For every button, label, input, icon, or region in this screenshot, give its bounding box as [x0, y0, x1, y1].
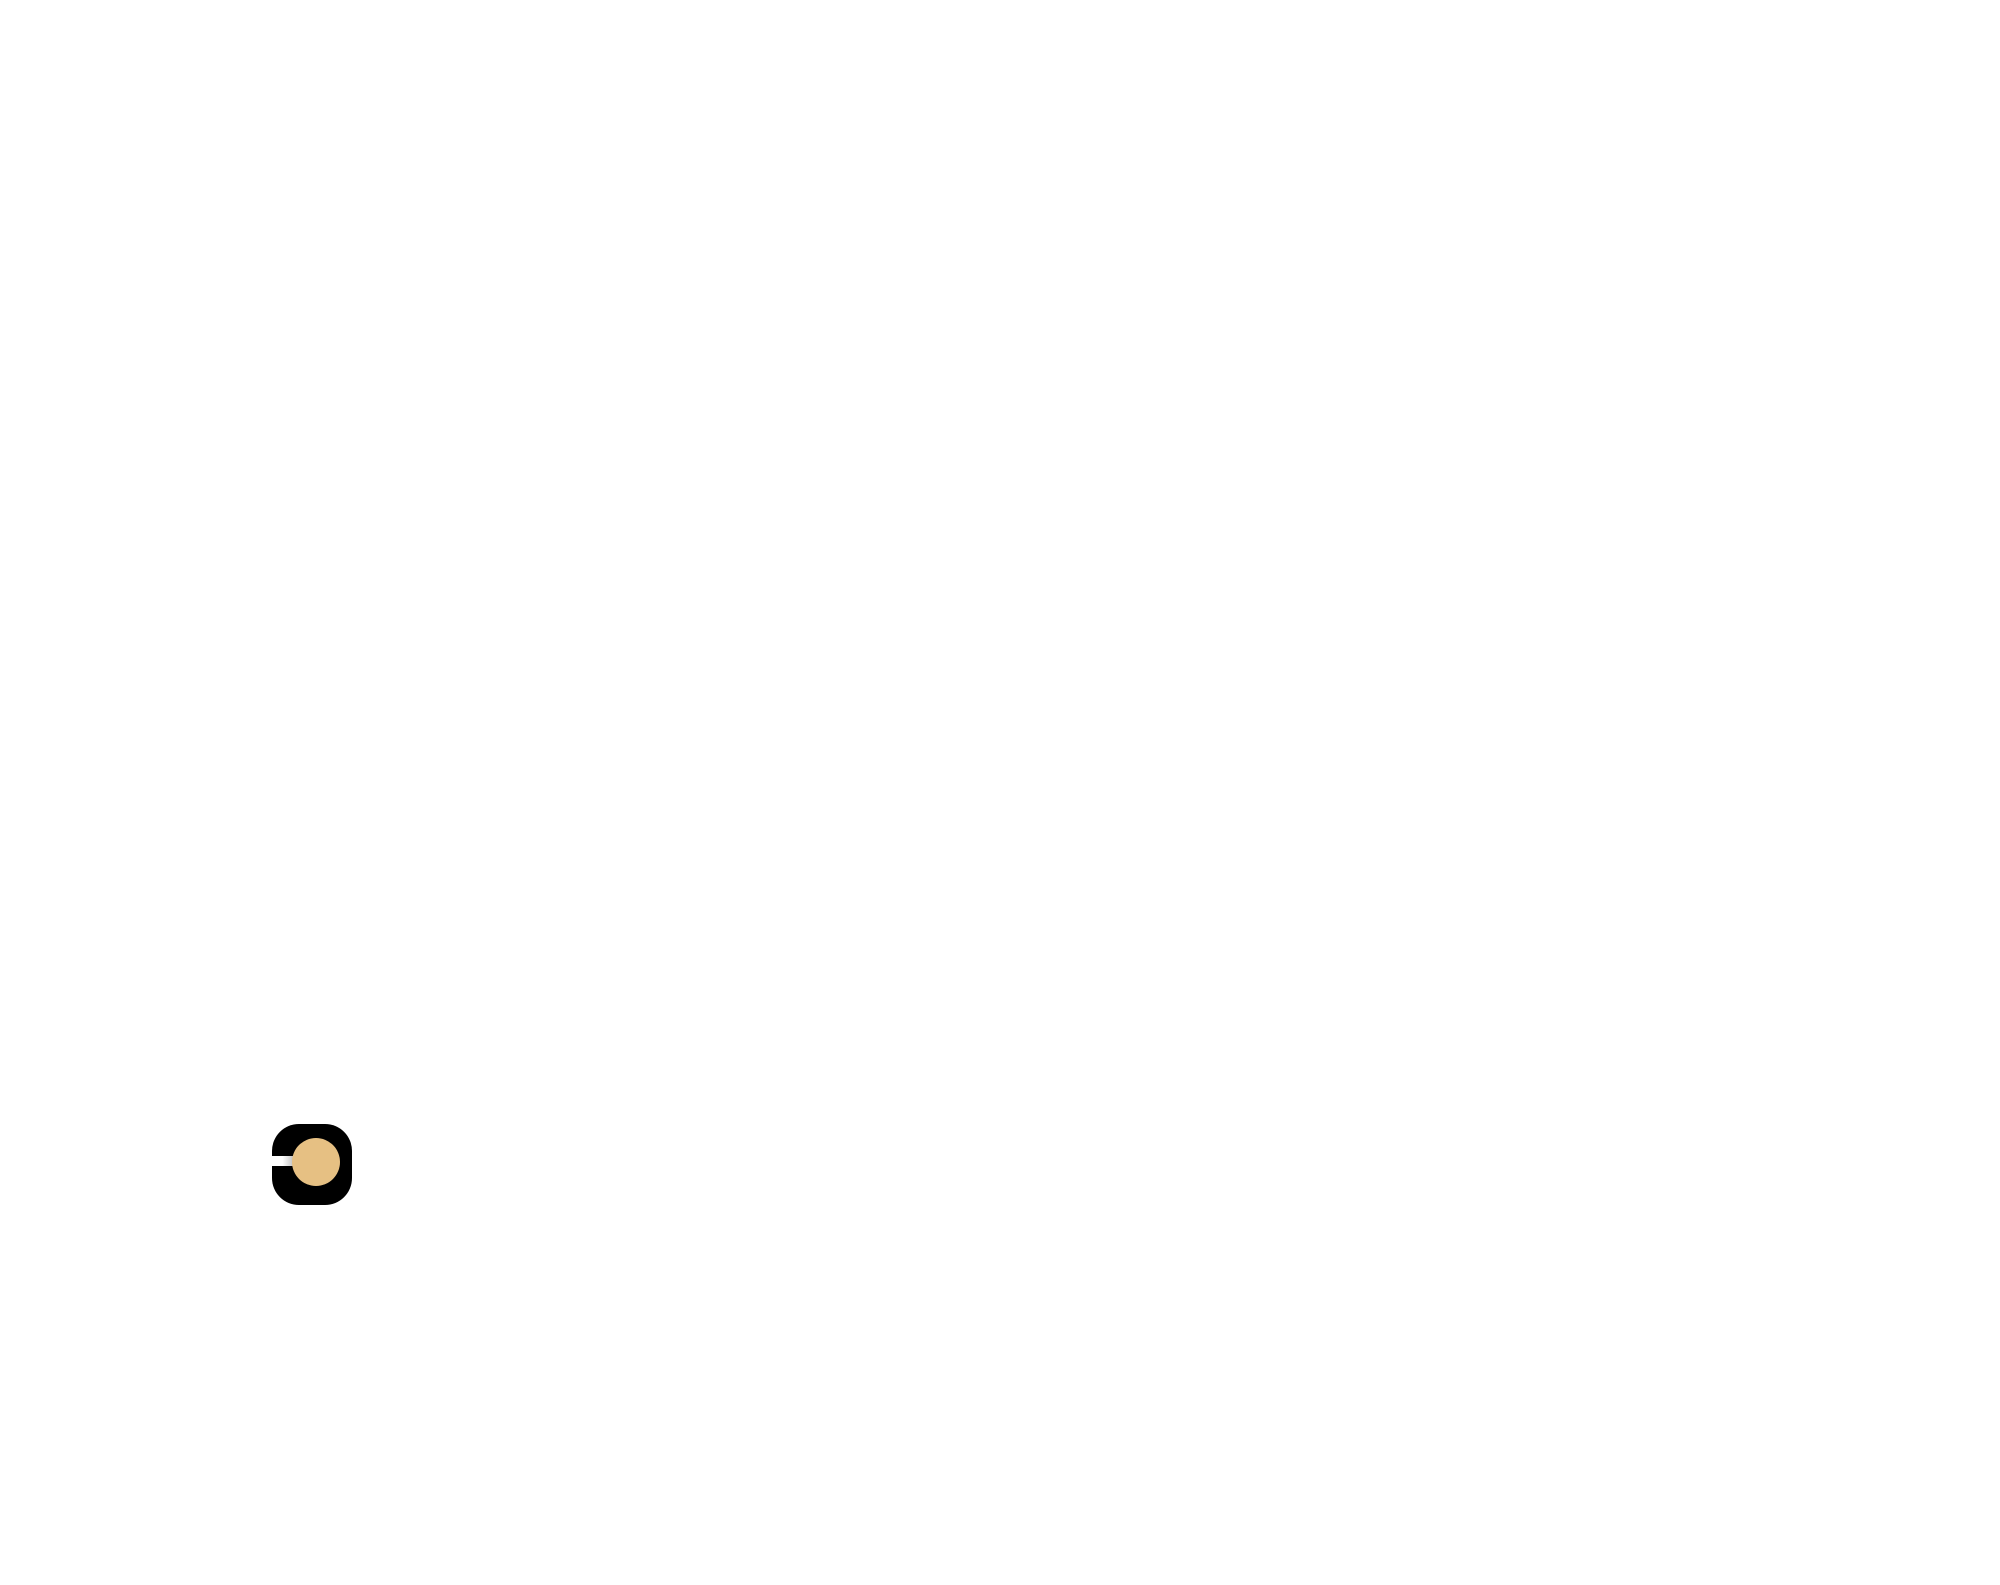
- comet-planet-icon: [292, 1138, 340, 1186]
- comet-streak-icon: [272, 1156, 298, 1166]
- comet-logo-icon: [272, 1124, 352, 1205]
